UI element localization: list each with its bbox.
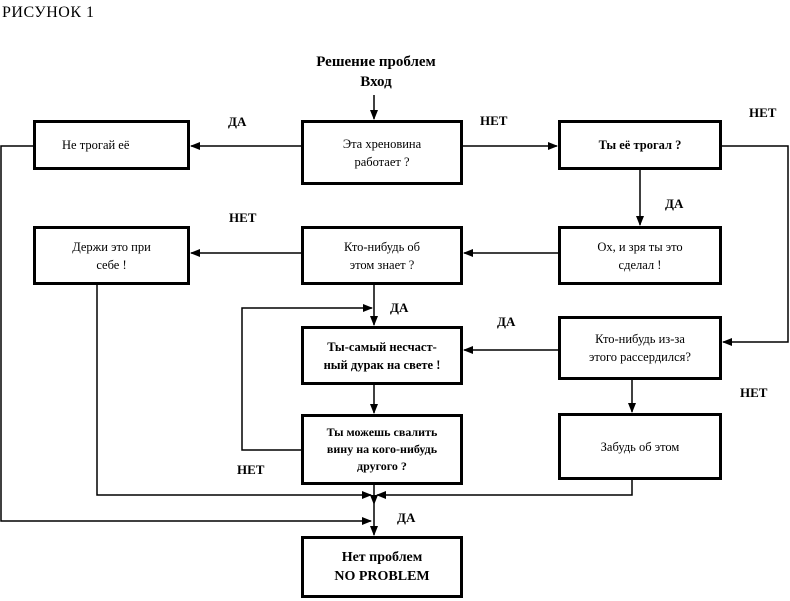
edge-label-works-no: НЕТ [480,113,508,128]
edge-label-blame-yes: ДА [397,510,416,525]
edge-label-works-yes: ДА [228,114,247,129]
node-unlucky: Ты-самый несчаст-ный дурак на свете ! [301,326,463,385]
edge-label-touched-yes: ДА [665,196,684,211]
arrow-touched-to-angry [722,145,789,346]
arrow-keep-to-merge [96,285,372,499]
diagram-title: Решение проблем [316,54,436,70]
edge-label-touched-no: НЕТ [749,105,777,120]
edge-label-angry-no: НЕТ [740,385,768,400]
edge-label-angry-yes: ДА [497,314,516,329]
edge-label-blame-no: НЕТ [237,462,265,477]
figure-caption: РИСУНОК 1 [2,4,95,21]
edge-label-knows-yes: ДА [390,300,409,315]
arrow-forget-to-merge [376,480,633,499]
arrow-dont-touch-to-merge [0,145,372,525]
node-touched: Ты её трогал ? [558,120,722,170]
entry-label: Вход [360,74,392,90]
arrow-blame-loop-back [241,304,373,451]
node-dont-touch: Не трогай её [33,120,190,170]
edge-label-knows-no: НЕТ [229,210,257,225]
node-forget: Забудь об этом [558,413,722,480]
